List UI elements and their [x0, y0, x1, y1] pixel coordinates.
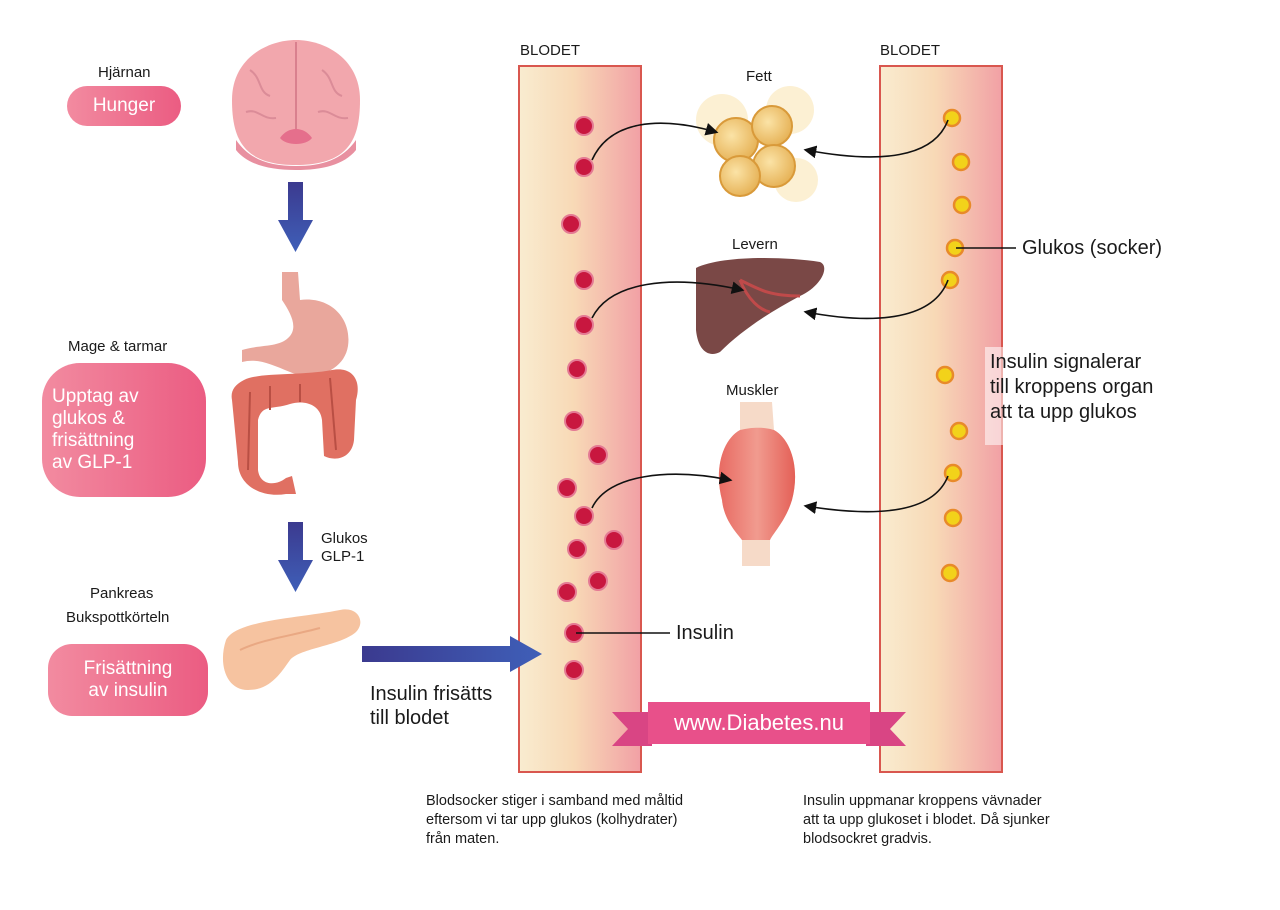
insulin-dot [574, 116, 594, 136]
down-arrow-1 [278, 182, 313, 252]
insulin-dot [561, 214, 581, 234]
insulin-dot [564, 660, 584, 680]
insulin-dot [567, 539, 587, 559]
glucose-dot [952, 195, 972, 215]
insulin-release-pill: Frisättning av insulin [48, 644, 208, 716]
signal-text: Insulin signalerar till kroppens organ a… [990, 351, 1154, 423]
glucose-to-liver-arrow [803, 279, 949, 321]
insulin-dot [557, 478, 577, 498]
insulin-callout: Insulin [676, 622, 734, 644]
brain-icon [232, 40, 360, 170]
release-caption: Insulin frisätts till blodet [370, 683, 493, 729]
fat-cells-icon [696, 86, 818, 202]
stomach-intestines-icon [231, 272, 358, 495]
brain-label: Hjärnan [98, 64, 151, 81]
liver-label: Levern [732, 236, 778, 253]
insulin-dot [574, 506, 594, 526]
banner-text: www.Diabetes.nu [674, 710, 844, 735]
muscle-icon [718, 402, 796, 566]
glucose-dot [943, 463, 963, 483]
insulin-dot [588, 571, 608, 591]
insulin-dot [604, 530, 624, 550]
gut-pill: Upptag av glukos & frisättning av GLP-1 [42, 363, 206, 497]
glucose-callout: Glukos (socker) [1022, 237, 1163, 259]
blood-vessel-right [879, 65, 1003, 773]
glucose-dot [940, 563, 960, 583]
down-arrow-2 [278, 522, 313, 592]
glucose-dot [935, 365, 955, 385]
muscle-label: Muskler [726, 382, 779, 399]
insulin-to-fat-arrow [591, 122, 719, 161]
insulin-dot [564, 411, 584, 431]
glucose-dot [951, 152, 971, 172]
insulin-dots [557, 116, 624, 680]
insulin-dot [574, 315, 594, 335]
glucose-dot [949, 421, 969, 441]
insulin-dot [588, 445, 608, 465]
blood-label-left: BLODET [520, 42, 581, 59]
blood-label-right: BLODET [880, 42, 941, 59]
glucose-dot [940, 270, 960, 290]
insulin-dot [574, 270, 594, 290]
pancreas-label: Pankreas [90, 585, 154, 602]
hunger-pill: Hunger [67, 86, 181, 126]
glucose-to-fat-arrow [803, 119, 949, 159]
insulin-dot [557, 582, 577, 602]
insulin-to-muscle-arrow [591, 471, 733, 509]
pancreas-icon [222, 609, 361, 690]
insulin-dot [567, 359, 587, 379]
glucose-dot [943, 508, 963, 528]
gut-label: Mage & tarmar [68, 338, 168, 355]
caption-left: Blodsocker stiger i samband med måltid e… [426, 793, 684, 847]
signal-box [985, 347, 1175, 445]
insulin-to-liver-arrow [591, 281, 745, 319]
glucose-glp1-label: Glukos GLP-1 [321, 530, 368, 565]
insulin-dot [574, 157, 594, 177]
liver-icon [696, 258, 825, 354]
fat-label: Fett [746, 68, 772, 85]
caption-right: Insulin uppmanar kroppens vävnader att t… [803, 793, 1050, 847]
glucose-to-muscle-arrow [803, 475, 949, 514]
pancreas-label-2: Bukspottkörteln [66, 609, 170, 626]
glucose-dots [935, 108, 972, 583]
release-arrow [362, 636, 542, 672]
diabetes-banner [612, 702, 906, 746]
